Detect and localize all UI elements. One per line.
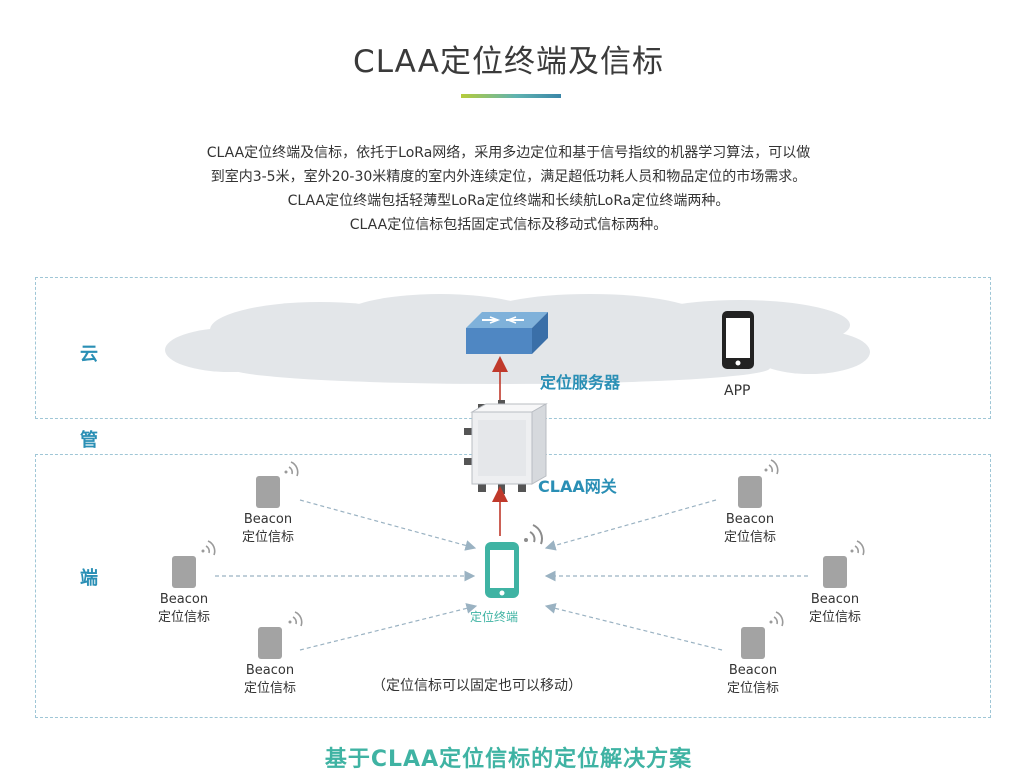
beacon-arrow bbox=[546, 606, 722, 650]
beacon-device-icon bbox=[256, 476, 280, 508]
layer-label-cloud: 云 bbox=[80, 340, 98, 366]
beacon-name: Beacon bbox=[235, 662, 305, 680]
beacon-signal-icon bbox=[202, 541, 215, 555]
beacon-note: （定位信标可以固定也可以移动） bbox=[372, 675, 582, 695]
terminal-signal-icon bbox=[524, 525, 542, 544]
beacon-name: Beacon bbox=[149, 591, 219, 609]
layer-label-pipe: 管 bbox=[80, 426, 98, 452]
beacon-item: Beacon 定位信标 bbox=[800, 556, 870, 627]
beacon-name: Beacon bbox=[718, 662, 788, 680]
beacon-label: 定位信标 bbox=[718, 680, 788, 698]
beacon-arrow bbox=[300, 500, 475, 548]
beacon-name: Beacon bbox=[233, 511, 303, 529]
beacon-item: Beacon 定位信标 bbox=[715, 476, 785, 547]
beacon-arrow bbox=[300, 606, 476, 650]
beacon-signal-icon bbox=[770, 612, 783, 626]
gateway-label: CLAA网关 bbox=[538, 473, 617, 497]
beacon-item: Beacon 定位信标 bbox=[718, 627, 788, 698]
beacon-item: Beacon 定位信标 bbox=[149, 556, 219, 627]
terminal-phone-icon bbox=[485, 542, 519, 598]
beacon-signal-icon bbox=[285, 462, 298, 476]
diagram-caption: 基于CLAA定位信标的定位解决方案 bbox=[0, 741, 1017, 773]
beacon-label: 定位信标 bbox=[800, 609, 870, 627]
beacon-signal-icon bbox=[289, 612, 302, 626]
gateway-icon bbox=[464, 400, 546, 494]
beacon-name: Beacon bbox=[715, 511, 785, 529]
beacon-label: 定位信标 bbox=[233, 529, 303, 547]
beacon-label: 定位信标 bbox=[235, 680, 305, 698]
app-label: APP bbox=[724, 383, 750, 399]
beacon-device-icon bbox=[258, 627, 282, 659]
server-label: 定位服务器 bbox=[540, 369, 620, 393]
beacon-label: 定位信标 bbox=[149, 609, 219, 627]
app-phone-icon bbox=[722, 311, 754, 369]
beacon-device-icon bbox=[738, 476, 762, 508]
terminal-label: 定位终端 bbox=[470, 608, 518, 625]
server-icon bbox=[466, 312, 548, 354]
beacon-device-icon bbox=[823, 556, 847, 588]
beacon-signal-icon bbox=[851, 541, 864, 555]
beacon-signal-icon bbox=[765, 460, 778, 474]
layer-label-end: 端 bbox=[80, 564, 98, 590]
beacon-device-icon bbox=[741, 627, 765, 659]
beacon-arrow bbox=[546, 500, 716, 548]
beacon-item: Beacon 定位信标 bbox=[233, 476, 303, 547]
beacon-name: Beacon bbox=[800, 591, 870, 609]
beacon-label: 定位信标 bbox=[715, 529, 785, 547]
beacon-item: Beacon 定位信标 bbox=[235, 627, 305, 698]
beacon-device-icon bbox=[172, 556, 196, 588]
